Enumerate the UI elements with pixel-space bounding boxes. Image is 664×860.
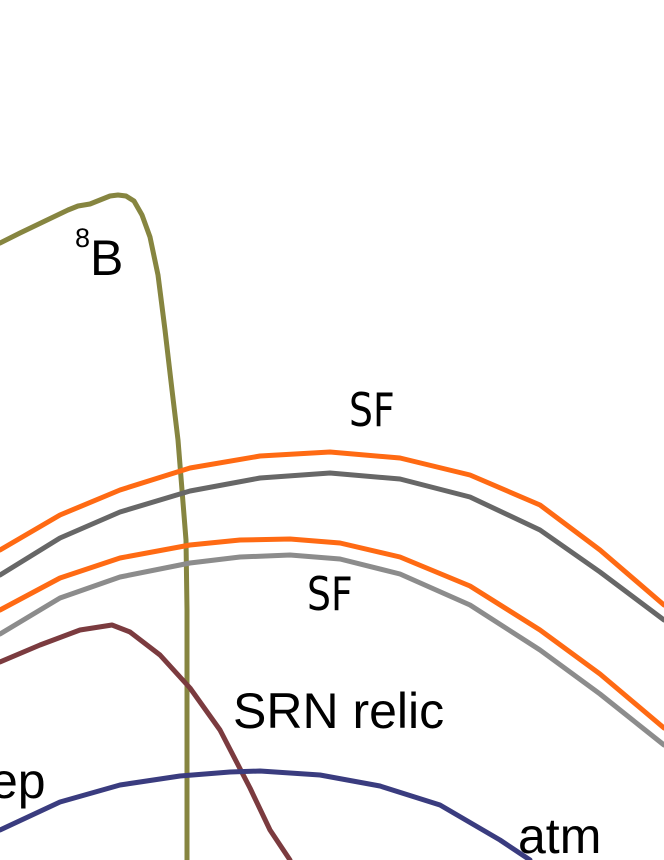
- label-srn-relic: SRN relic: [233, 683, 444, 739]
- label-ep: ep: [0, 753, 46, 809]
- series-line-8b-0: [0, 192, 190, 860]
- series-line-srn-relic-5: [0, 622, 293, 860]
- label-8b: B: [90, 230, 123, 286]
- series-line-unnamed-2: [0, 470, 664, 623]
- series-line-atm-6: [0, 768, 533, 860]
- label-atm: atm: [518, 808, 601, 860]
- series-line-unnamed-4: [0, 552, 664, 748]
- label-sf-upper: SF: [349, 383, 395, 437]
- label-8b-superscript: 8: [75, 223, 90, 253]
- label-sf-lower: SF: [307, 567, 353, 621]
- series-line-sf-3: [0, 536, 664, 731]
- series-line-sf-1: [0, 449, 664, 608]
- curves-layer: [0, 192, 664, 860]
